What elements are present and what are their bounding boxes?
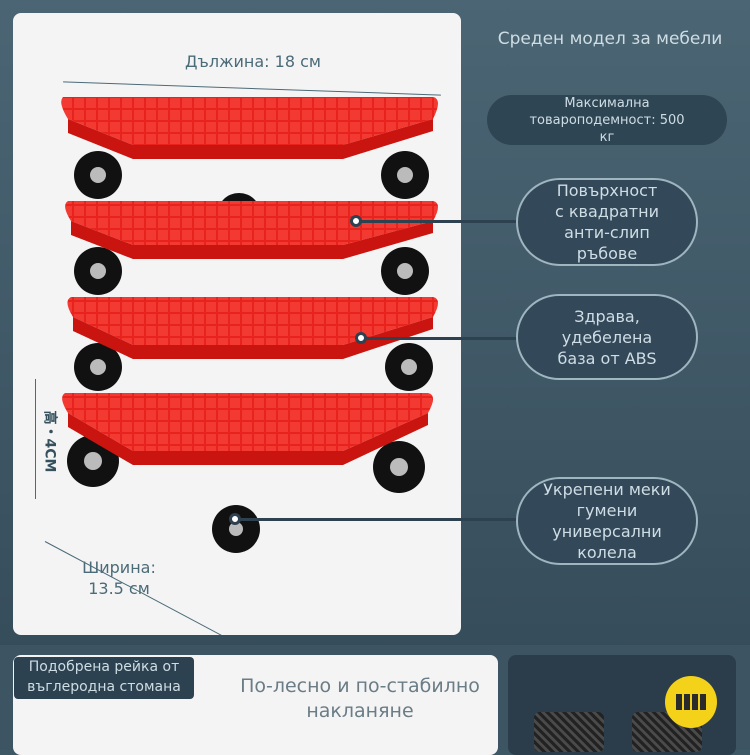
anti-slip-mat-left [534,712,604,752]
callout-dot-base [355,332,367,344]
product-dollies-illustration [61,97,438,553]
capacity-badge-text: Максимална товароподемност: 500 кг [529,95,685,145]
model-title: Среден модел за мебели [497,29,723,49]
callout-line-wheels [238,518,518,521]
width-label: Ширина: 13.5 см [82,558,156,598]
height-dimension-line [35,379,36,499]
callout-dot-surface [350,215,362,227]
callout-dot-wheels [229,513,241,525]
brand-logo-mark-icon [676,694,706,710]
callout-wheels: Укрепени меки гумени универсални колела [516,477,698,565]
height-label: 高・4CM [41,410,58,473]
callout-line-surface [358,220,518,223]
callout-surface: Повърхност с квадратни анти-слип ръбове [516,178,698,266]
callout-wheels-text: Укрепени меки гумени универсални колела [543,480,671,562]
bottom-text: По-лесно и по-стабилно накланяне [240,675,480,722]
bottom-tag: Подобрена рейка от въглеродна стомана [14,657,194,699]
product-photo-card: Дължина: 18 см 高・4CM Ширина: 13.5 см [13,13,461,635]
callout-base: Здрава, удебелена база от ABS [516,294,698,380]
callout-surface-text: Повърхност с квадратни анти-слип ръбове [555,181,659,263]
callout-line-base [362,337,518,340]
brand-logo-icon [665,676,717,728]
capacity-badge: Максимална товароподемност: 500 кг [487,95,727,145]
callout-base-text: Здрава, удебелена база от ABS [557,306,657,368]
length-label: Дължина: 18 см [185,52,321,71]
